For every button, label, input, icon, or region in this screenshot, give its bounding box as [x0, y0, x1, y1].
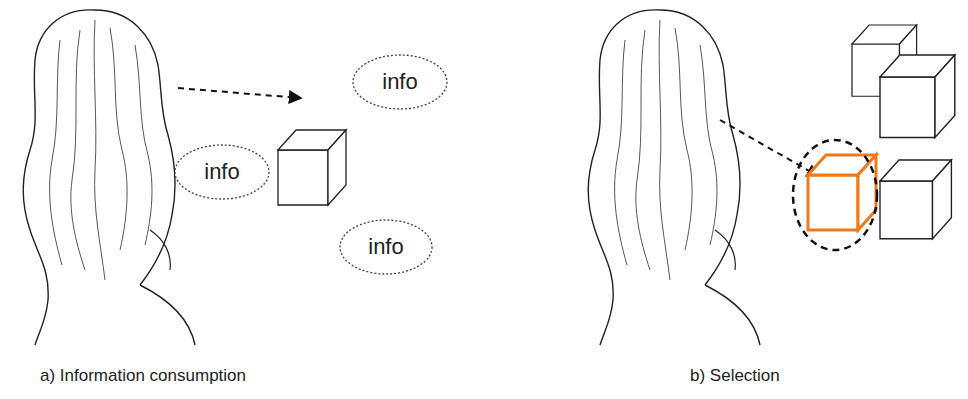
- gaze-arrow: [720, 120, 818, 176]
- panel-caption: a) Information consumption: [40, 366, 246, 386]
- bubble-text: info: [204, 159, 239, 185]
- cube: [278, 130, 346, 205]
- panel-caption: b) Selection: [690, 366, 780, 386]
- person-figure: [23, 10, 195, 347]
- cube: [880, 55, 955, 138]
- bubble-text: info: [368, 234, 403, 260]
- info-bubble: info: [352, 54, 448, 110]
- bubble-text: info: [382, 69, 417, 95]
- cube: [880, 160, 951, 239]
- selected-cube: [808, 155, 876, 230]
- selection-ring: [793, 140, 877, 250]
- info-bubble: info: [174, 144, 270, 200]
- gaze-arrow: [178, 88, 300, 98]
- person-figure: [588, 10, 760, 347]
- info-bubble: info: [339, 219, 433, 275]
